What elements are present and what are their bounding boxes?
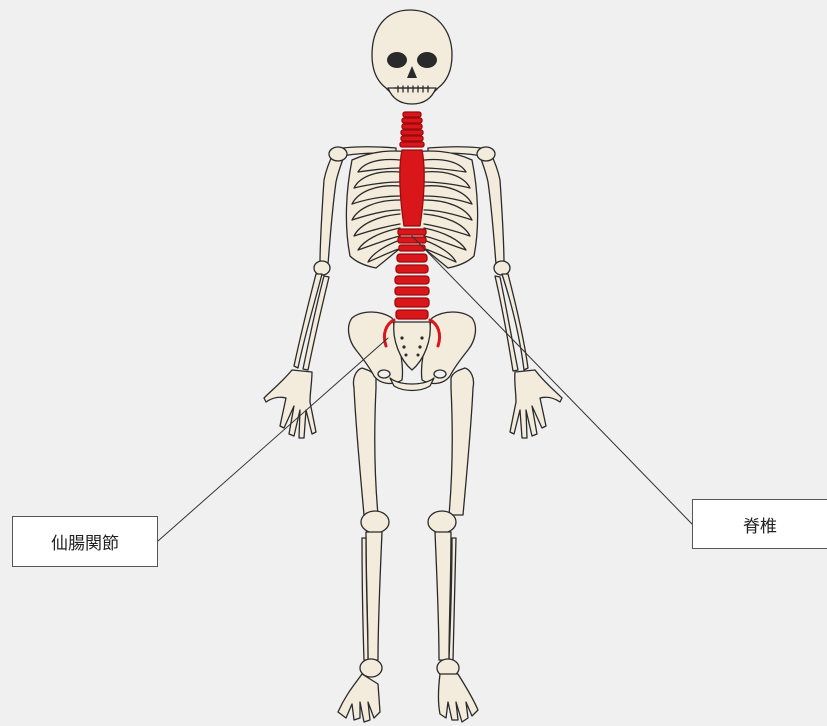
humerus-left [320, 152, 344, 264]
shoulder-right [477, 147, 495, 161]
lumbar-vertebra [395, 287, 429, 295]
patella-right [428, 511, 456, 533]
lumbar-vertebra [396, 265, 428, 273]
femur-right [449, 368, 474, 515]
foot-right [439, 674, 479, 722]
thoracic-vertebra [398, 229, 426, 235]
cervical-vertebra [403, 112, 421, 117]
sacroiliac-joint-label-text: 仙腸関節 [51, 529, 119, 554]
foot-left [338, 674, 380, 722]
sacroiliac-joint-label: 仙腸関節 [12, 516, 158, 567]
thoracic-spine [400, 150, 424, 226]
leader-sacroiliac [158, 338, 388, 541]
lumbar-vertebra [395, 298, 429, 307]
tibia-right [435, 532, 451, 660]
cervical-vertebra [402, 124, 422, 129]
femur-left [353, 368, 378, 515]
spine-label: 脊椎 [692, 499, 827, 549]
cervical-vertebra [401, 130, 423, 135]
shoulder-left [329, 147, 347, 161]
patella-left [361, 511, 389, 533]
humerus-right [480, 152, 504, 264]
cervical-vertebra [400, 142, 424, 147]
lumbar-vertebra [396, 310, 428, 319]
cranium [372, 10, 452, 94]
lumbar-vertebra [397, 254, 427, 262]
thoracic-vertebra [398, 237, 426, 243]
legs [338, 368, 478, 722]
hand-left [264, 370, 316, 438]
jaw [388, 88, 436, 104]
elbow-left [314, 261, 330, 275]
obturator-right [434, 370, 446, 378]
eye-socket-left [387, 52, 407, 68]
eye-socket-right [417, 52, 437, 68]
skull [372, 10, 452, 104]
cervical-vertebra [402, 118, 422, 123]
obturator-left [378, 370, 390, 378]
cervical-vertebra [401, 136, 423, 141]
spine-label-text: 脊椎 [743, 512, 777, 537]
hand-right [510, 370, 562, 438]
elbow-right [494, 261, 510, 275]
lumbar-vertebra [395, 276, 429, 284]
